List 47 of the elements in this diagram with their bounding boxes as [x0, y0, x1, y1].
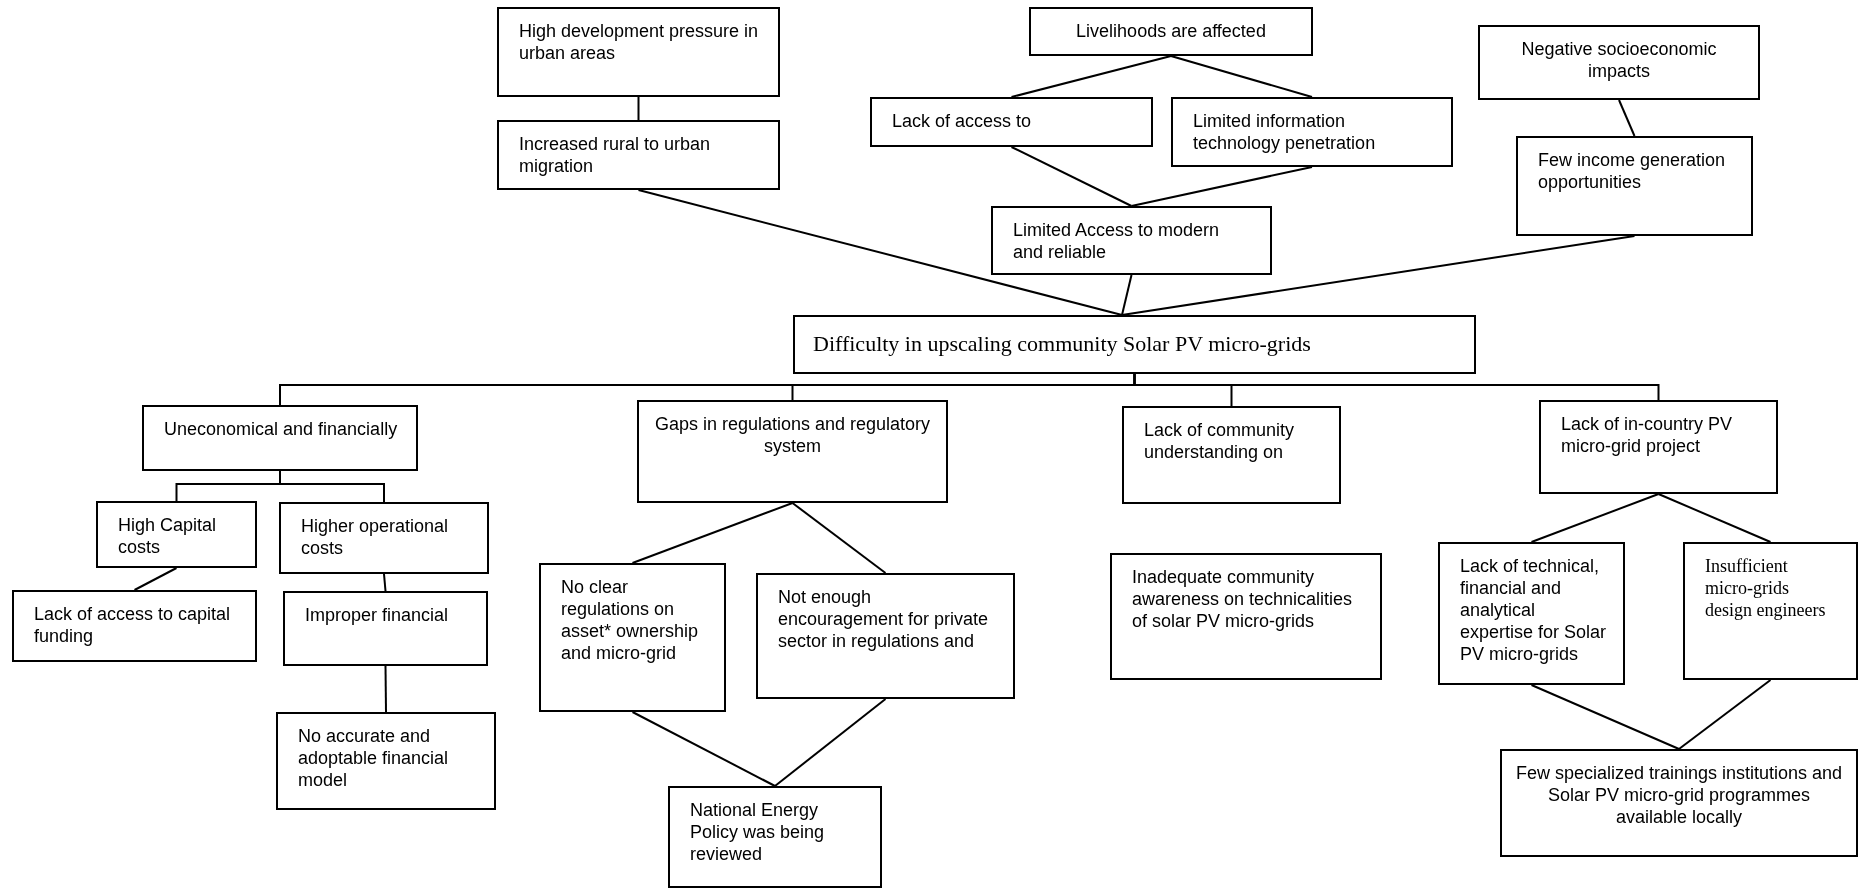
connector-line	[279, 470, 385, 503]
problem-box: Difficulty in upscaling community Solar PV micro-grids	[793, 315, 1476, 374]
cause-effect-box: Limited Access to modern and reliable	[991, 206, 1272, 275]
connector-line	[383, 573, 387, 592]
connector-line	[133, 567, 178, 591]
cause-effect-box: Higher operational costs	[279, 502, 489, 574]
cause-effect-box: Not enough encouragement for private sector in regulations and	[756, 573, 1015, 699]
connector-line	[1170, 55, 1313, 98]
cause-effect-box: Lack of community understanding on	[1122, 406, 1341, 504]
connector-line	[1010, 146, 1133, 207]
connector-line	[1121, 235, 1636, 316]
cause-effect-box: Improper financial	[283, 591, 488, 666]
connector-line	[1130, 166, 1313, 207]
connector-line	[1530, 493, 1660, 543]
cause-effect-box: Negative socioeconomic impacts	[1478, 25, 1760, 100]
cause-effect-box: Lack of technical, financial and analytical expertise for Solar PV micro-grids	[1438, 542, 1625, 685]
connector-line	[774, 698, 887, 787]
cause-effect-box: High Capital costs	[96, 501, 257, 568]
cause-effect-box: Increased rural to urban migration	[497, 120, 780, 190]
connector-line	[384, 665, 387, 713]
cause-effect-box: Gaps in regulations and regulatory system	[637, 400, 948, 503]
connector-line	[1678, 679, 1772, 750]
cause-effect-box: Lack of access to	[870, 97, 1153, 147]
cause-effect-box: No clear regulations on asset* ownership and micro-grid	[539, 563, 726, 712]
cause-effect-box: Uneconomical and financially	[142, 405, 418, 471]
cause-effect-box: High development pressure in urban areas	[497, 7, 780, 97]
connector-line	[637, 96, 640, 121]
cause-effect-box: Insufficient micro-grids design engineers	[1683, 542, 1858, 680]
cause-effect-box: Lack of in-country PV micro-grid project	[1539, 400, 1778, 494]
connector-line	[1657, 493, 1772, 543]
cause-effect-box: Lack of access to capital funding	[12, 590, 257, 662]
connector-line	[1133, 373, 1660, 401]
connector-line	[1618, 99, 1636, 137]
connector-line	[1010, 55, 1172, 98]
cause-effect-box: Few income generation opportunities	[1516, 136, 1753, 236]
connector-line	[631, 711, 776, 787]
cause-effect-box: No accurate and adoptable financial model	[276, 712, 496, 810]
cause-effect-box: Limited information technology penetration	[1171, 97, 1453, 167]
cause-effect-box: Inadequate community awareness on technicalities of solar PV micro-grids	[1110, 553, 1382, 680]
connector-line	[791, 502, 887, 574]
connector-line	[637, 189, 1123, 316]
connector-line	[1530, 684, 1680, 750]
cause-effect-box: National Energy Policy was being reviewed	[668, 786, 882, 888]
connector-line	[631, 502, 794, 564]
cause-effect-box: Few specialized trainings institutions and Solar PV micro-grid programmes available locally	[1500, 749, 1858, 857]
cause-effect-box: Livelihoods are affected	[1029, 7, 1313, 56]
connector-line	[1121, 274, 1133, 316]
